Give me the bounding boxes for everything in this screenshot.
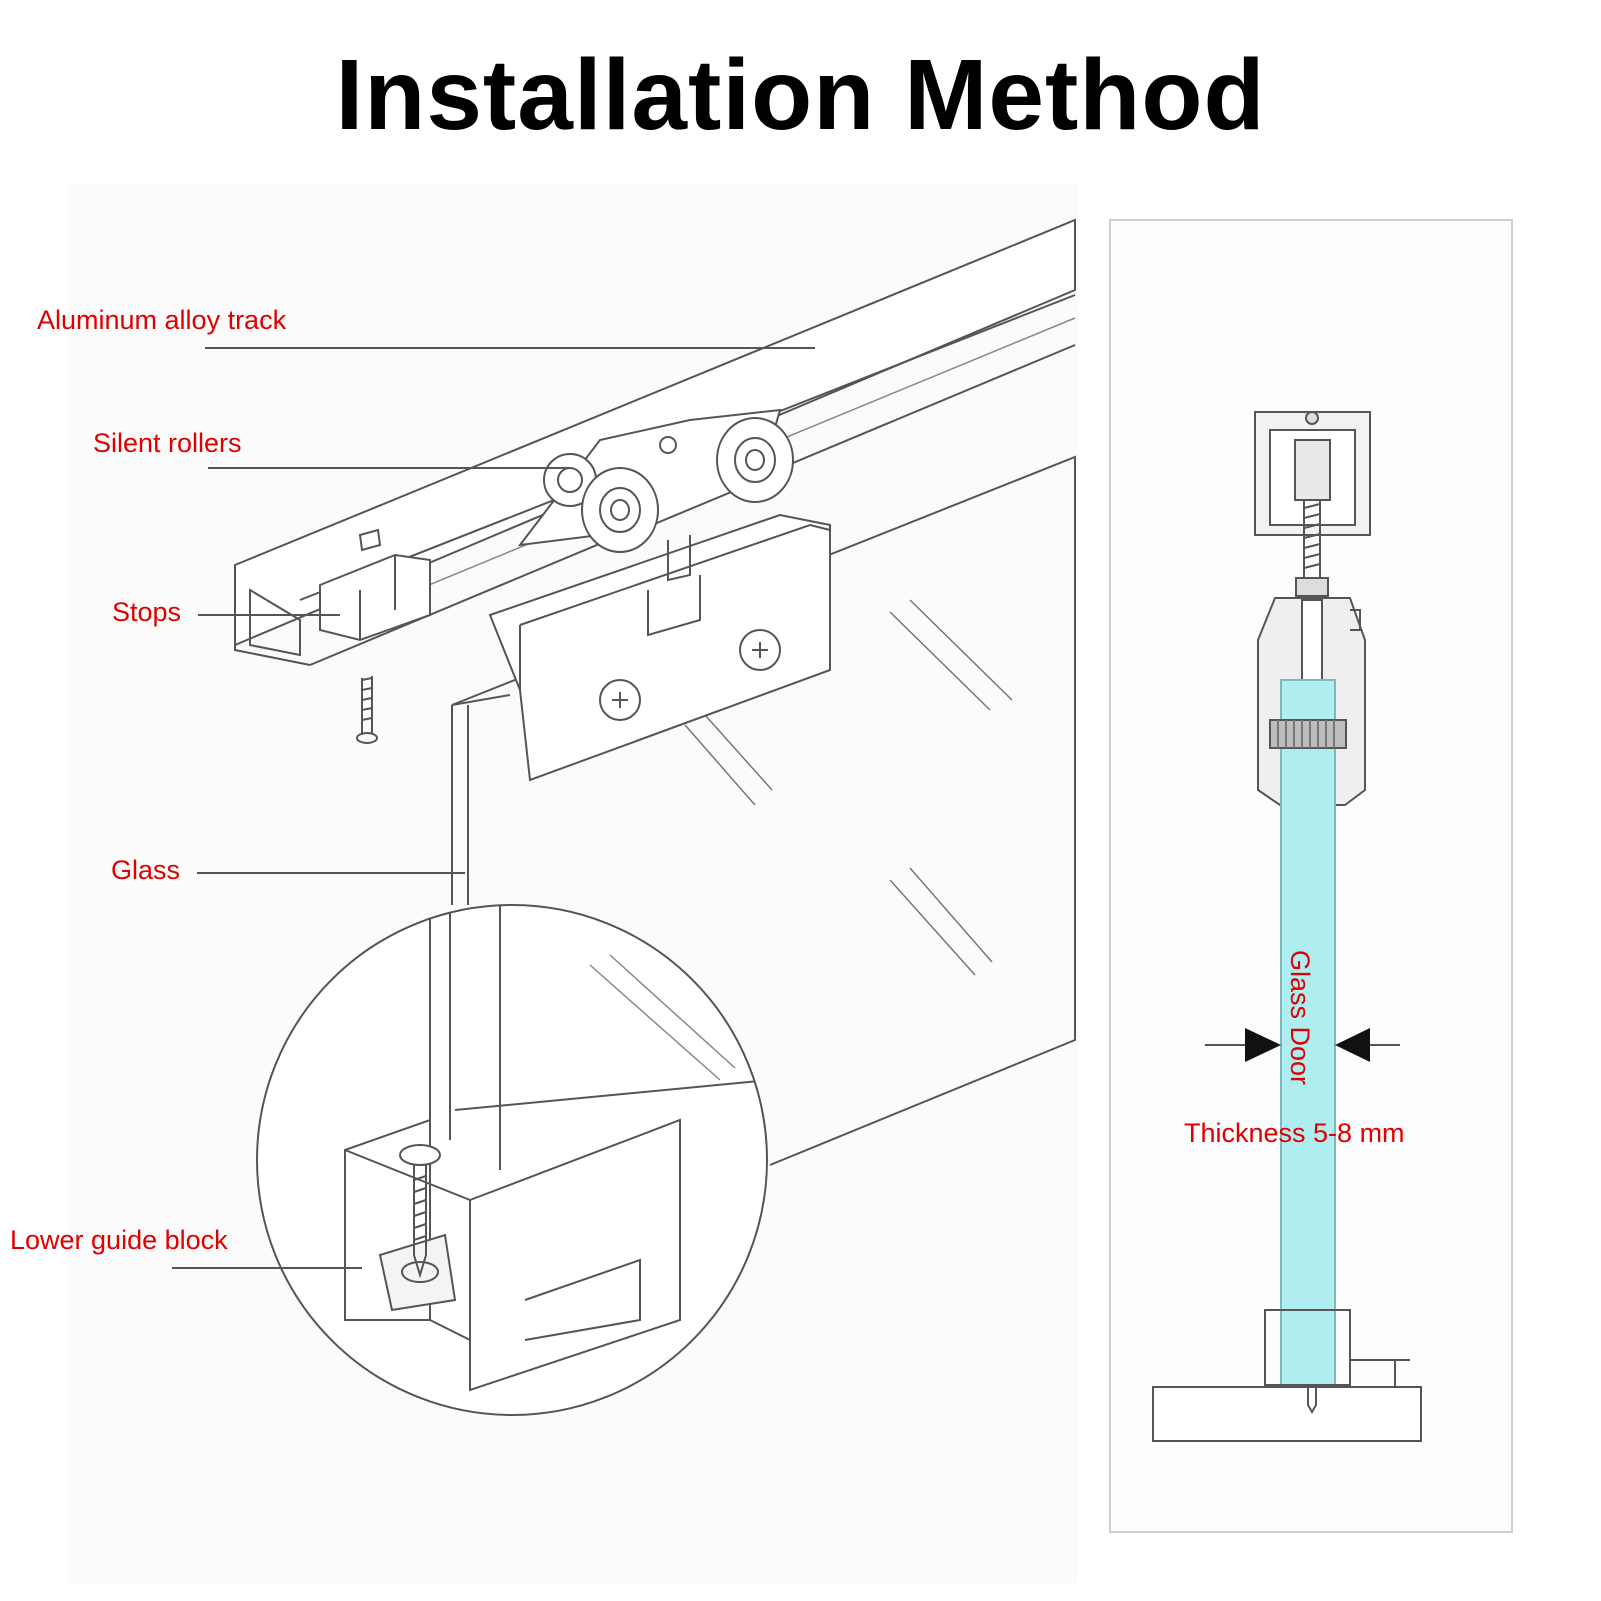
detail-magnifier: [256, 904, 768, 1416]
perspective-drawing: [234, 218, 1076, 1166]
side-guide-block: [1264, 1309, 1351, 1386]
glass-edge: [451, 705, 469, 905]
glass-reflection: [889, 599, 1013, 711]
page-title: Installation Method: [335, 39, 1266, 151]
stop-nut: [358, 528, 382, 552]
side-view-drawing: [1152, 411, 1422, 1442]
leader-lines: [172, 347, 815, 1269]
guide-screw-head: [399, 1144, 441, 1166]
label-silent-rollers: Silent rollers: [93, 428, 242, 458]
stop-screw: [361, 676, 373, 735]
clamp-bolt-seat: [647, 575, 701, 637]
label-thickness: Thickness 5-8 mm: [1184, 1118, 1405, 1148]
side-glass-door: [1280, 679, 1336, 1386]
label-aluminum-track: Aluminum alloy track: [37, 305, 287, 335]
thickness-arrow-right: [1335, 1028, 1370, 1062]
side-threaded-rod: [1303, 500, 1321, 580]
label-stops: Stops: [112, 597, 182, 627]
label-glass: Glass: [111, 855, 181, 885]
roller-front-right: [716, 417, 794, 503]
label-lower-guide-block: Lower guide block: [10, 1225, 228, 1255]
thickness-arrow-left: [1245, 1028, 1281, 1062]
label-glass-door: Glass Door: [1285, 950, 1315, 1086]
side-floor-base: [1152, 1386, 1422, 1442]
track-end-profile: [234, 565, 311, 666]
roller-front-left: [581, 467, 659, 553]
